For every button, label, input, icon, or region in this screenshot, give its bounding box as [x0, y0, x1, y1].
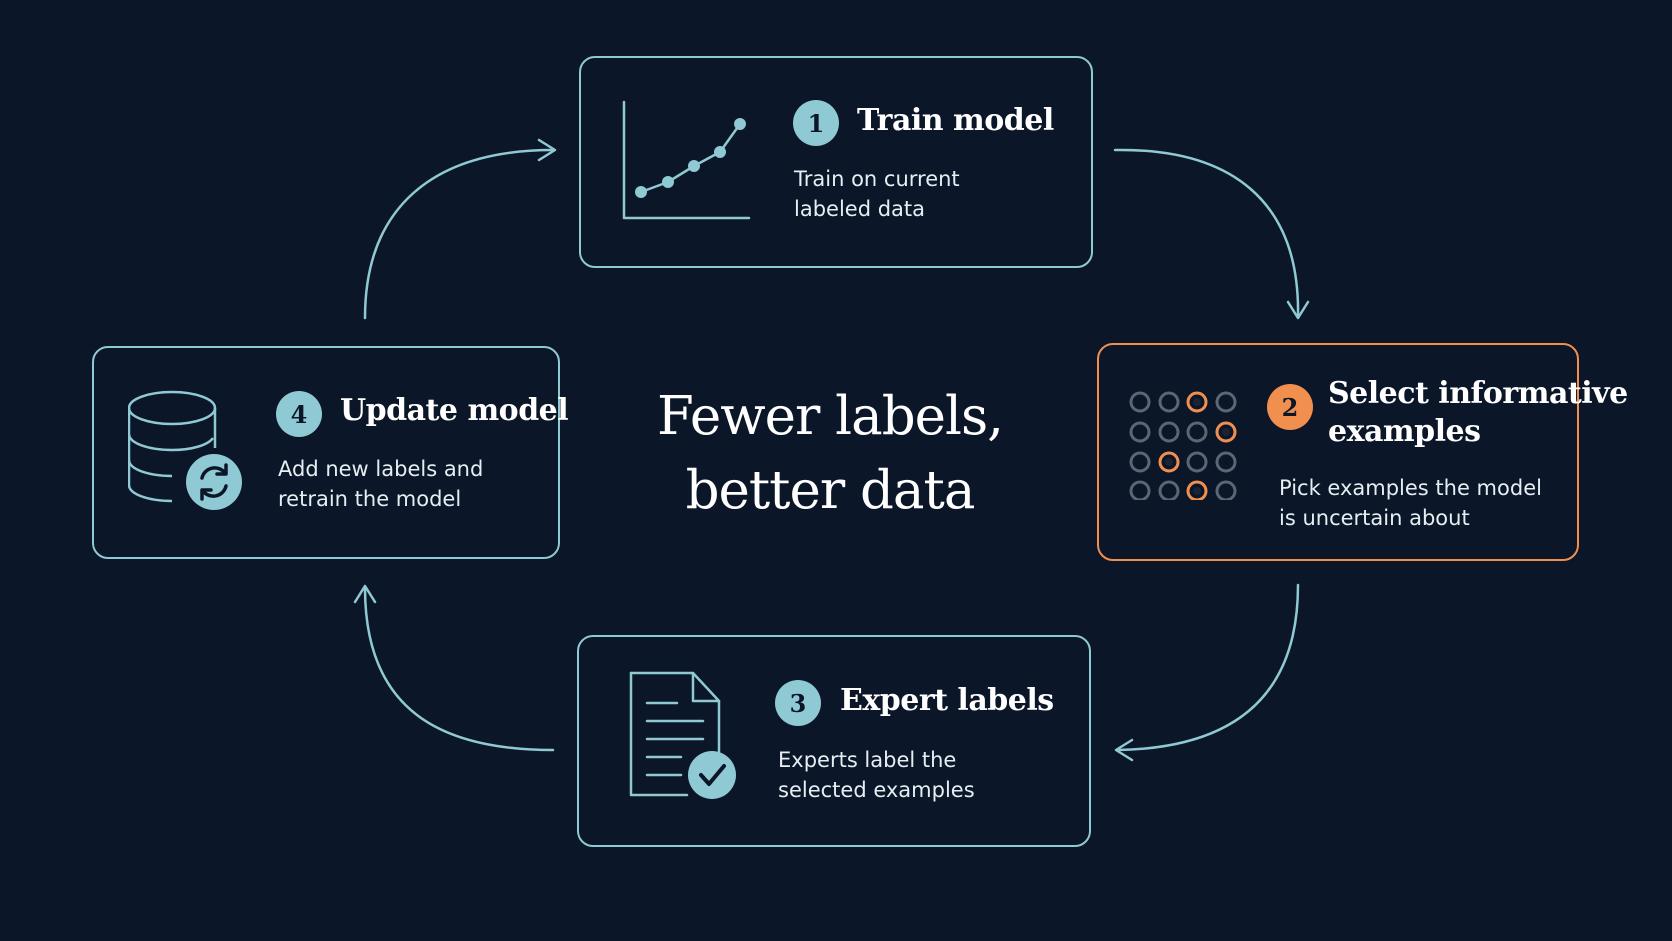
- step-number-badge: 4: [276, 391, 322, 437]
- step-card-select-examples: 2 Select informative examples Pick examp…: [1097, 343, 1628, 561]
- step-title: Update model: [340, 393, 569, 428]
- step-card-update-model: 4 Update model Add new labels and retrai…: [92, 346, 569, 559]
- arrow-step3-to-step4: [353, 584, 555, 752]
- step-description: Add new labels and retrain the model: [278, 457, 484, 511]
- step-title: Train model: [857, 103, 1054, 138]
- step-title: Expert labels: [840, 683, 1054, 718]
- step-description: Pick examples the model is uncertain abo…: [1279, 476, 1542, 530]
- line-chart-icon: [622, 100, 751, 220]
- step-title: Select informative examples: [1328, 376, 1628, 449]
- step-number-badge: 2: [1267, 384, 1313, 430]
- arrow-step1-to-step2: [1113, 148, 1310, 320]
- step-number-badge: 1: [793, 100, 839, 146]
- step-description: Experts label the selected examples: [778, 748, 975, 802]
- step-number-badge: 3: [775, 680, 821, 726]
- dot-grid-icon: [1129, 391, 1237, 500]
- step-card-expert-labels: 3 Expert labels Experts label the select…: [577, 635, 1091, 847]
- step-description: Train on current labeled data: [794, 167, 960, 221]
- arrow-step4-to-step1: [363, 138, 557, 320]
- center-headline: Fewer labels, better data: [657, 386, 1004, 521]
- document-check-icon: [629, 671, 736, 799]
- database-refresh-icon: [128, 390, 242, 510]
- arrow-step2-to-step3: [1114, 583, 1300, 762]
- step-card-train-model: 1 Train model Train on current labeled d…: [579, 56, 1093, 268]
